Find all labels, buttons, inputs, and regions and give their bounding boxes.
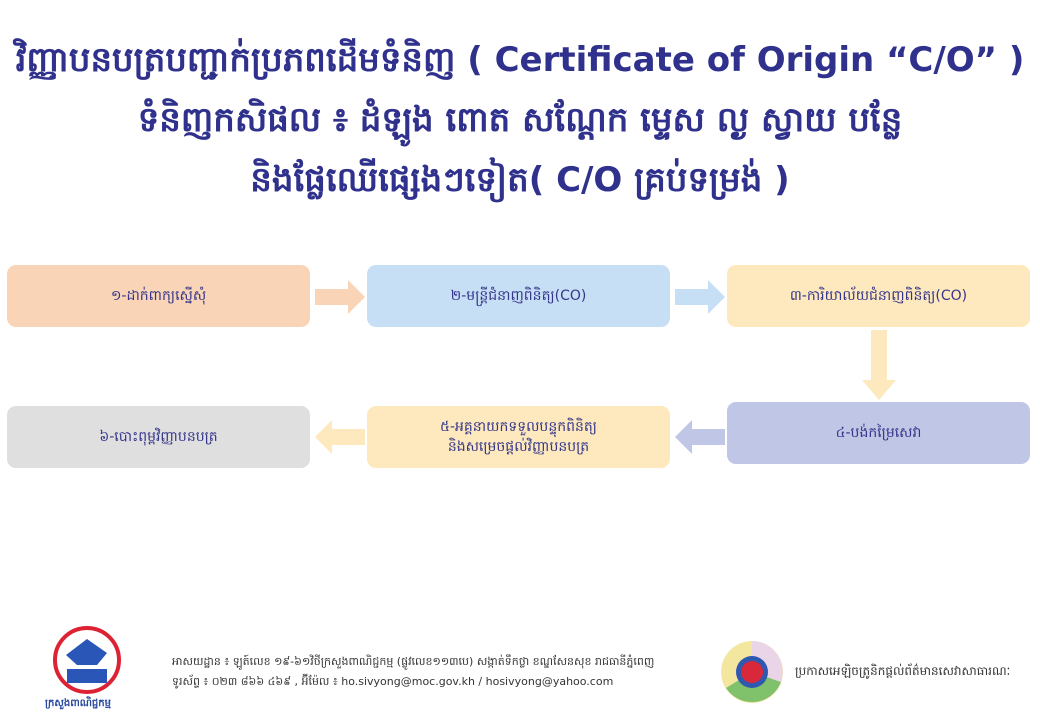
- step-2-box: ២-មន្រ្តីជំនាញពិនិត្យ(CO): [367, 265, 670, 327]
- step-label: ៤-បង់កម្រៃសេវា: [835, 425, 922, 441]
- step-label: ៥-អគ្គនាយកទទួលបន្ទុកពិនិត្យ: [440, 419, 597, 435]
- contact-text: ទូរស័ព្ទ ៖ ០២៣ ៨៦៦ ៤៦៩ , អ៊ីម៉ែល ៖ ho.si…: [172, 675, 614, 688]
- title-line-1: វិញ្ញាបនបត្របញ្ជាក់ប្រភពដើមទំនិញ ( Certi…: [15, 40, 1025, 80]
- public-service-text: ប្រកាសអេឡិចត្រូនិកផ្តល់ព័ត៌មានសេវាសាធារណ…: [795, 664, 1011, 678]
- step-4-box: ៤-បង់កម្រៃសេវា: [727, 402, 1030, 464]
- ministry-logo-icon: [53, 626, 121, 694]
- title-line-2: ទំនិញកសិផល ៖ ដំឡូង ពោត សណ្តែក ម្ទេស ល្ង …: [137, 100, 903, 140]
- step-5-box: ៥-អគ្គនាយកទទួលបន្ទុកពិនិត្យនិងសម្រេចផ្តល…: [367, 406, 670, 468]
- logo-caption: ក្រសួងពាណិជ្ជកម្ម: [45, 698, 111, 709]
- step-6-box: ៦-បោះពុម្ពវិញ្ញាបនបត្រ: [7, 406, 310, 468]
- step-3-box: ៣-ការិយាល័យជំនាញពិនិត្យ(CO): [727, 265, 1030, 327]
- step-label: ១-ដាក់ពាក្យស្នើសុំ: [110, 288, 207, 304]
- title-line-3: និងផ្លែឈើផ្សេងៗទៀត( C/O គ្រប់ទម្រង់ ): [250, 160, 790, 200]
- arrow-left-icon: [315, 420, 365, 454]
- public-service-logo-icon: [721, 641, 783, 703]
- arrow-right-icon: [675, 280, 725, 314]
- arrow-right-icon: [315, 280, 365, 314]
- step-label: ៣-ការិយាល័យជំនាញពិនិត្យ(CO): [789, 288, 968, 304]
- step-label-line2: និងសម្រេចផ្តល់វិញ្ញាបនបត្រ: [447, 439, 590, 455]
- step-1-box: ១-ដាក់ពាក្យស្នើសុំ: [7, 265, 310, 327]
- arrow-down-icon: [862, 330, 896, 400]
- step-label: ២-មន្រ្តីជំនាញពិនិត្យ(CO): [450, 288, 587, 304]
- step-label: ៦-បោះពុម្ពវិញ្ញាបនបត្រ: [99, 429, 218, 445]
- arrow-left-icon: [675, 420, 725, 454]
- address-text: អាសយដ្ឋាន ៖ ឡូត៍លេខ ១៩-៦១វិថីក្រសួងពាណិជ…: [172, 655, 655, 668]
